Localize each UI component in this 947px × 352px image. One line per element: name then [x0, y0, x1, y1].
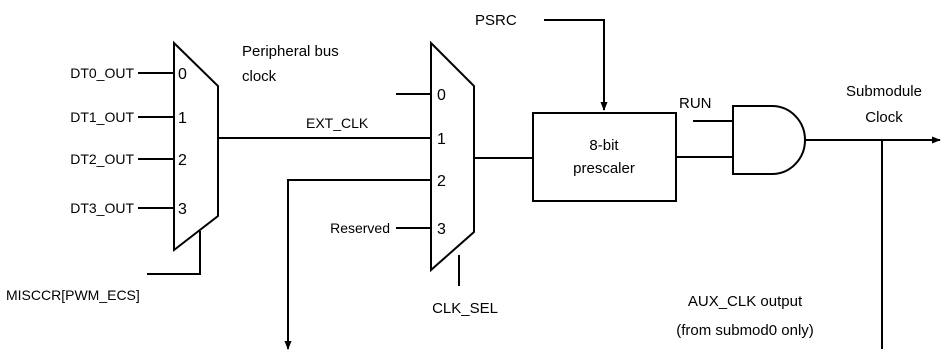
mux1-select-label: MISCCR[PWM_ECS] — [6, 287, 140, 303]
mux2-input-wire-2 — [284, 179, 431, 350]
mux2-select-label: CLK_SEL — [432, 300, 498, 317]
mux1-port-0: 0 — [178, 66, 187, 83]
psrc-label: PSRC — [475, 12, 517, 29]
submodule-clock-label-line1: Submodule — [846, 83, 922, 100]
mux2-port-0: 0 — [437, 87, 446, 104]
mux2-port-2: 2 — [437, 173, 446, 190]
mux1-input-label-1: DT1_OUT — [70, 109, 134, 125]
peripheral-bus-clock-label-line2: clock — [242, 68, 277, 85]
prescaler-label-line2: prescaler — [573, 160, 635, 177]
mux1-port-2: 2 — [178, 152, 187, 169]
mux1-port-1: 1 — [178, 110, 187, 127]
prescaler-box — [532, 112, 677, 202]
mux1-input-label-0: DT0_OUT — [70, 65, 134, 81]
mux1: DT0_OUT DT1_OUT DT2_OUT DT3_OUT 0 1 2 3 … — [6, 40, 219, 303]
peripheral-bus-clock-label-line1: Peripheral bus — [242, 43, 339, 60]
mux1-body — [173, 40, 219, 253]
prescaler-label-line1: 8-bit — [589, 137, 619, 154]
run-label: RUN — [679, 95, 712, 112]
ext-clk-label: EXT_CLK — [306, 115, 369, 131]
and-gate — [732, 105, 806, 175]
mux2-reserved-label: Reserved — [330, 220, 390, 236]
mux1-select-wire — [147, 231, 201, 275]
mux1-input-label-3: DT3_OUT — [70, 200, 134, 216]
psrc-wire — [544, 19, 608, 111]
mux2-port-1: 1 — [437, 131, 446, 148]
mux2: 0 1 2 3 Reserved CLK_SEL — [284, 40, 498, 350]
mux2-port-3: 3 — [437, 221, 446, 238]
aux-clk-label-line1: AUX_CLK output — [688, 293, 803, 310]
prescaler: 8-bit prescaler — [532, 112, 677, 202]
mux1-port-3: 3 — [178, 201, 187, 218]
mux1-input-label-2: DT2_OUT — [70, 151, 134, 167]
submodule-clock-label-line2: Clock — [865, 109, 903, 126]
aux-clk-label-line2: (from submod0 only) — [676, 322, 814, 339]
mux2-body — [430, 40, 475, 273]
